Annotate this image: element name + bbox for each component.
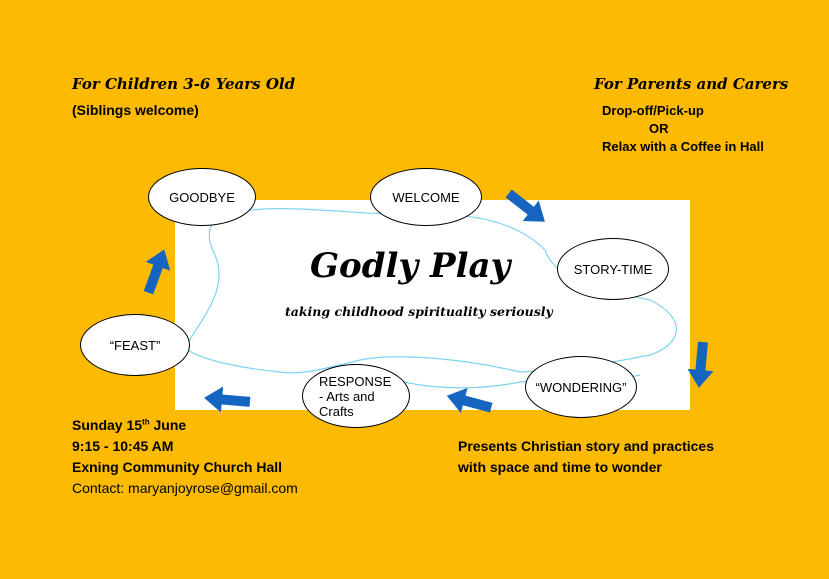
- arrow-icon: [443, 383, 495, 421]
- event-date: Sunday 15th June: [72, 417, 186, 433]
- wondering-bubble: “WONDERING”: [525, 356, 637, 418]
- event-date-suffix-sup: th: [142, 417, 150, 427]
- welcome-bubble: WELCOME: [370, 168, 482, 226]
- description-line1: Presents Christian story and practices: [458, 438, 714, 454]
- event-time: 9:15 - 10:45 AM: [72, 438, 174, 454]
- or-line: OR: [649, 121, 669, 136]
- story-time-label: STORY-TIME: [573, 261, 653, 277]
- godly-play-title: Godly Play: [310, 246, 511, 286]
- siblings-note: (Siblings welcome): [72, 102, 199, 118]
- event-date-prefix: Sunday 15: [72, 417, 143, 433]
- response-label-line3: Crafts: [319, 403, 354, 419]
- goodbye-bubble: GOODBYE: [148, 168, 256, 226]
- story-time-bubble: STORY-TIME: [557, 238, 669, 300]
- contact-email[interactable]: Contact: maryanjoyrose@gmail.com: [72, 480, 298, 496]
- response-bubble: RESPONSE - Arts and Crafts: [302, 364, 410, 428]
- welcome-label: WELCOME: [392, 189, 460, 205]
- children-age-heading: For Children 3-6 Years Old: [72, 75, 296, 93]
- feast-label: “FEAST”: [109, 337, 161, 353]
- description-line2: with space and time to wonder: [458, 459, 662, 475]
- parents-heading: For Parents and Carers: [594, 75, 789, 93]
- response-label-line1: RESPONSE: [319, 373, 392, 389]
- response-label-line2: - Arts and: [319, 388, 375, 404]
- arrow-icon: [202, 384, 252, 415]
- coffee-line: Relax with a Coffee in Hall: [602, 139, 764, 154]
- goodbye-label: GOODBYE: [169, 189, 235, 205]
- arrow-icon: [136, 245, 177, 298]
- feast-bubble: “FEAST”: [80, 314, 190, 376]
- event-date-month: June: [149, 417, 187, 433]
- arrow-icon: [500, 183, 553, 233]
- arrow-icon: [685, 340, 716, 390]
- dropoff-line: Drop-off/Pick-up: [602, 103, 704, 118]
- tagline: taking childhood spirituality seriously: [285, 304, 553, 319]
- wondering-label: “WONDERING”: [535, 379, 627, 395]
- event-venue: Exning Community Church Hall: [72, 459, 283, 475]
